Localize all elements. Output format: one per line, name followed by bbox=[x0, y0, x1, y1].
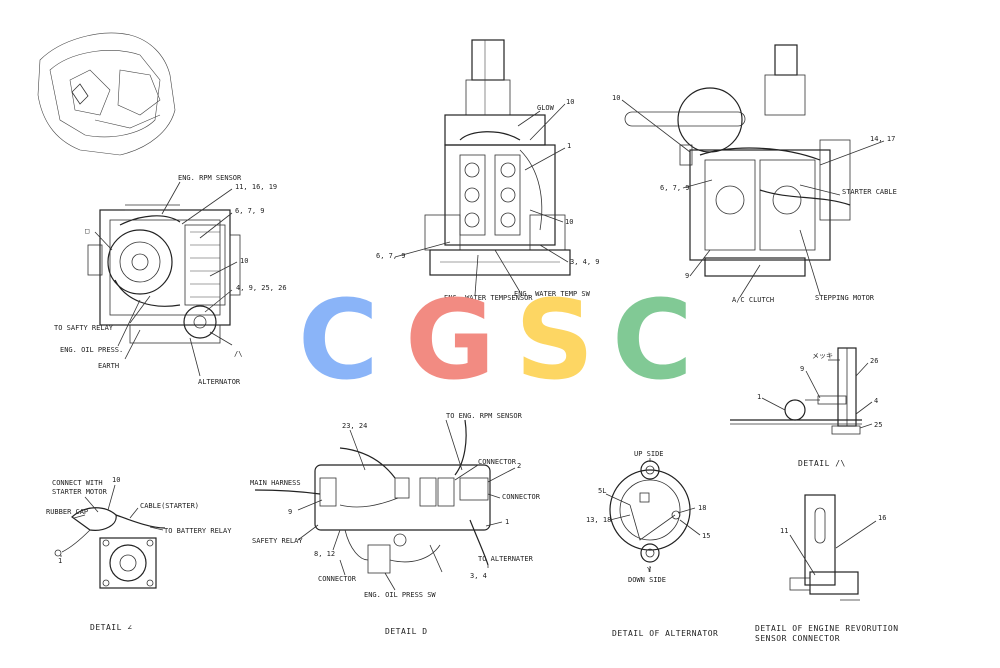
label-eng-rpm-sensor: ENG. RPM SENSOR bbox=[178, 174, 242, 182]
watermark-letter-s: S bbox=[515, 276, 594, 404]
label-9-detail-a: 9 bbox=[800, 365, 804, 373]
label-11-16-19: 11, 16, 19 bbox=[235, 183, 277, 191]
detail-starter-leaders bbox=[60, 484, 164, 557]
label-16: 16 bbox=[878, 514, 886, 522]
engine-view-left-leaders bbox=[94, 181, 238, 377]
label-9-right: 9 bbox=[685, 272, 689, 280]
detail-sensor-drawing bbox=[789, 494, 860, 601]
detail-d-drawing bbox=[254, 419, 491, 574]
label-26: 26 bbox=[870, 357, 878, 365]
label-2: 2 bbox=[517, 462, 521, 470]
label-connector-right: CONNECTOR bbox=[502, 493, 541, 501]
watermark-letter-c2: C bbox=[612, 276, 693, 404]
label-23-24: 23, 24 bbox=[342, 422, 367, 430]
label-11: 11 bbox=[780, 527, 788, 535]
detail-starter-drawing bbox=[54, 507, 166, 589]
label-ref-box: □ bbox=[85, 227, 89, 235]
label-4: 4 bbox=[874, 397, 878, 405]
label-to-safty-relay: TO SAFTY RELAY bbox=[54, 324, 114, 332]
label-note-mekki: メッキ bbox=[812, 352, 833, 360]
caption-detail-a: DETAIL /\ bbox=[798, 459, 846, 468]
detail-alternator-leaders bbox=[605, 458, 701, 572]
label-10-right: 10 bbox=[612, 94, 620, 102]
engine-view-center bbox=[424, 39, 571, 276]
label-1-detail-a: 1 bbox=[757, 393, 761, 401]
label-15: 15 bbox=[702, 532, 710, 540]
detail-alternator-drawing bbox=[609, 460, 691, 563]
label-starter-motor: STARTER MOTOR bbox=[52, 488, 108, 496]
label-6-7-9-center: 6, 7, 9 bbox=[376, 252, 406, 260]
engine-view-right bbox=[624, 44, 851, 277]
label-10-detail-left: 10 bbox=[112, 476, 120, 484]
detail-a-bracket bbox=[730, 347, 862, 435]
label-25: 25 bbox=[874, 421, 882, 429]
label-down-side: DOWN SIDE bbox=[628, 576, 666, 584]
label-10-top: 10 bbox=[566, 98, 574, 106]
label-8-12: 8, 12 bbox=[314, 550, 335, 558]
label-earth: EARTH bbox=[98, 362, 119, 370]
label-ac-clutch: A/C CLUTCH bbox=[732, 296, 774, 304]
label-ref-a: /\ bbox=[234, 350, 242, 358]
label-starter-cable: STARTER CABLE bbox=[842, 188, 897, 196]
label-13-18: 13, 18 bbox=[586, 516, 611, 524]
cgsc-watermark: C G S C bbox=[298, 276, 693, 404]
label-safety-relay: SAFETY RELAY bbox=[252, 537, 303, 545]
label-eng-oil-press-sw: ENG. OIL PRESS SW bbox=[364, 591, 436, 599]
label-1: 1 bbox=[567, 142, 571, 150]
label-cable-starter: CABLE(STARTER) bbox=[140, 502, 199, 510]
label-1-detail-d: 1 bbox=[505, 518, 509, 526]
label-3-4-9: 3, 4, 9 bbox=[570, 258, 600, 266]
label-4-9-25-26: 4, 9, 25, 26 bbox=[236, 284, 287, 292]
label-6-7-9: 6, 7, 9 bbox=[235, 207, 265, 215]
caption-detail-d: DETAIL D bbox=[385, 627, 428, 636]
engine-view-left bbox=[87, 204, 241, 344]
label-6-7-9-right: 6, 7, 9 bbox=[660, 184, 690, 192]
label-1-detail-left: 1 bbox=[58, 557, 62, 565]
label-10-mid: 10 bbox=[565, 218, 573, 226]
label-5l: 5L bbox=[598, 487, 606, 495]
caption-detail-sensor-line2: SENSOR CONNECTOR bbox=[755, 634, 840, 643]
label-connector-bottom: CONNECTOR bbox=[318, 575, 357, 583]
label-to-battery-relay: TO BATTERY RELAY bbox=[164, 527, 232, 535]
machine-isometric-sketch bbox=[37, 32, 176, 156]
label-connect-with: CONNECT WITH bbox=[52, 479, 103, 487]
detail-a-leaders bbox=[761, 359, 873, 429]
label-18: 18 bbox=[698, 504, 706, 512]
label-to-eng-rpm-sensor: TO ENG. RPM SENSOR bbox=[446, 412, 523, 420]
label-eng-water-temp-sw: ENG. WATER TEMP SW bbox=[514, 290, 591, 298]
label-eng-water-tempsensor: ENG. WATER TEMPSENSOR bbox=[444, 294, 533, 302]
caption-detail-sensor-line1: DETAIL OF ENGINE REVORUTION bbox=[755, 624, 899, 633]
watermark-letter-c1: C bbox=[298, 276, 379, 404]
label-14-17: 14, 17 bbox=[870, 135, 895, 143]
label-3-4: 3, 4 bbox=[470, 572, 487, 580]
label-up-side: UP SIDE bbox=[634, 450, 664, 458]
label-rubber-cap: RUBBER CAP bbox=[46, 508, 88, 516]
label-stepping-motor: STEPPING MOTOR bbox=[815, 294, 875, 302]
label-9-detail-d: 9 bbox=[288, 508, 292, 516]
label-alternator: ALTERNATOR bbox=[198, 378, 241, 386]
engine-view-right-leaders bbox=[621, 99, 885, 298]
label-10: 10 bbox=[240, 257, 248, 265]
caption-detail-left: DETAIL ∠ bbox=[90, 623, 133, 632]
label-eng-oil-press: ENG. OIL PRESS. bbox=[60, 346, 123, 354]
detail-d-leaders bbox=[297, 419, 516, 591]
detail-sensor-leaders bbox=[789, 520, 877, 576]
watermark-letter-g: G bbox=[405, 276, 495, 404]
label-y-mark: Y bbox=[647, 566, 652, 574]
label-connector-top: CONNECTOR bbox=[478, 458, 517, 466]
engine-view-center-leaders bbox=[394, 103, 569, 296]
label-to-alternater: TO ALTERNATER bbox=[478, 555, 534, 563]
caption-detail-alternator: DETAIL OF ALTERNATOR bbox=[612, 629, 718, 638]
label-glow: GLOW bbox=[537, 104, 555, 112]
label-main-harness: MAIN HARNESS bbox=[250, 479, 301, 487]
